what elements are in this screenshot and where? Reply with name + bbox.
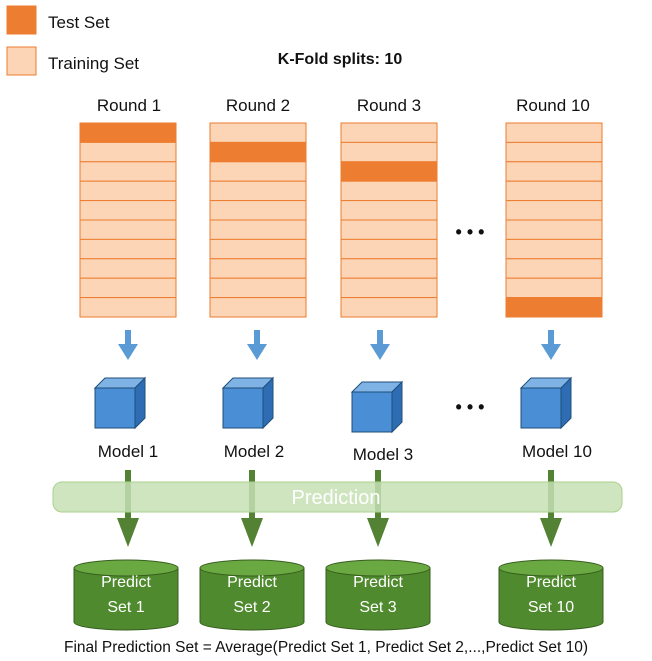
model-label-2: Model 2 [224,442,284,461]
fold-stack-round-10 [505,122,603,318]
fold-train [505,200,603,221]
fold-train [505,238,603,260]
fold-test [209,141,307,163]
legend-swatch-training [6,46,37,76]
fold-train [209,277,307,299]
blue-arrow [541,330,561,360]
fold-train [209,238,307,260]
predict-set-3-line2: Set 3 [359,599,396,616]
fold-train [340,277,438,299]
blue-arrow [118,330,138,360]
blue-arrows [118,330,561,360]
fold-train [79,161,177,182]
legend-label-test: Test Set [48,13,110,32]
fold-stack-round-3 [340,122,438,318]
legend-swatch-test [6,5,37,35]
prediction-label: Prediction [292,487,381,509]
fold-train [79,219,177,240]
fold-train [209,200,307,221]
fold-train [505,161,603,182]
predict-set-cylinder-icon [73,559,179,631]
fold-test [505,297,603,318]
fold-train [209,161,307,182]
fold-train [340,219,438,240]
fold-train [340,238,438,260]
predict-set-cylinder-icon [498,559,604,631]
legend: Test Set Training Set [6,5,139,76]
prediction-band [52,481,623,513]
blue-arrow [247,330,267,360]
model-label-1: Model 1 [98,442,158,461]
predict-set-1-line1: Predict [101,574,151,591]
fold-stacks [79,122,603,318]
fold-train [79,180,177,202]
fold-train [79,200,177,221]
predict-set-2-line2: Set 2 [233,599,270,616]
fold-train [79,238,177,260]
fold-train [505,122,603,143]
fold-train [209,258,307,279]
round-label-1: Round 1 [97,96,161,115]
fold-train [505,277,603,299]
fold-train [79,297,177,318]
fold-train [340,180,438,202]
predict-set-cylinder-icon [199,559,305,631]
fold-train [209,122,307,143]
fold-train [79,258,177,279]
fold-train [505,258,603,279]
round-label-2: Round 2 [226,96,290,115]
fold-train [505,219,603,240]
model-cube-icon [350,380,404,434]
ellipsis-models: • • • [456,397,485,417]
final-formula: Final Prediction Set = Average(Predict S… [64,639,588,656]
predict-set-2-line1: Predict [227,574,277,591]
predict-set-3-line1: Predict [353,574,403,591]
fold-train [79,277,177,299]
fold-train [340,258,438,279]
fold-train [209,297,307,318]
fold-train [340,122,438,143]
round-label-3: Round 3 [357,96,421,115]
predict-set-cylinder-icon [325,559,431,631]
predict-set-1-line2: Set 1 [107,599,144,616]
fold-train [209,219,307,240]
fold-test [340,161,438,182]
fold-stack-round-1 [79,122,177,318]
kfold-title: K-Fold splits: 10 [278,51,403,68]
blue-arrow [370,330,390,360]
ellipsis-rounds: • • • [456,222,485,242]
model-cube-icon [93,376,147,430]
round-label-10: Round 10 [516,96,590,115]
fold-test [79,122,177,143]
fold-train [79,141,177,163]
model-cube-icon [221,376,275,430]
legend-label-training: Training Set [48,54,139,73]
fold-train [340,200,438,221]
fold-stack-round-2 [209,122,307,318]
fold-train [209,180,307,202]
predict-set-10-line1: Predict [526,574,576,591]
model-label-10: Model 10 [522,442,592,461]
predict-set-10-line2: Set 10 [528,599,574,616]
model-label-3: Model 3 [353,445,413,464]
fold-train [340,141,438,163]
fold-train [505,180,603,202]
model-cubes [93,376,573,434]
predict-set-cylinders [73,559,604,631]
fold-train [505,141,603,163]
fold-train [340,297,438,318]
model-cube-icon [519,376,573,430]
